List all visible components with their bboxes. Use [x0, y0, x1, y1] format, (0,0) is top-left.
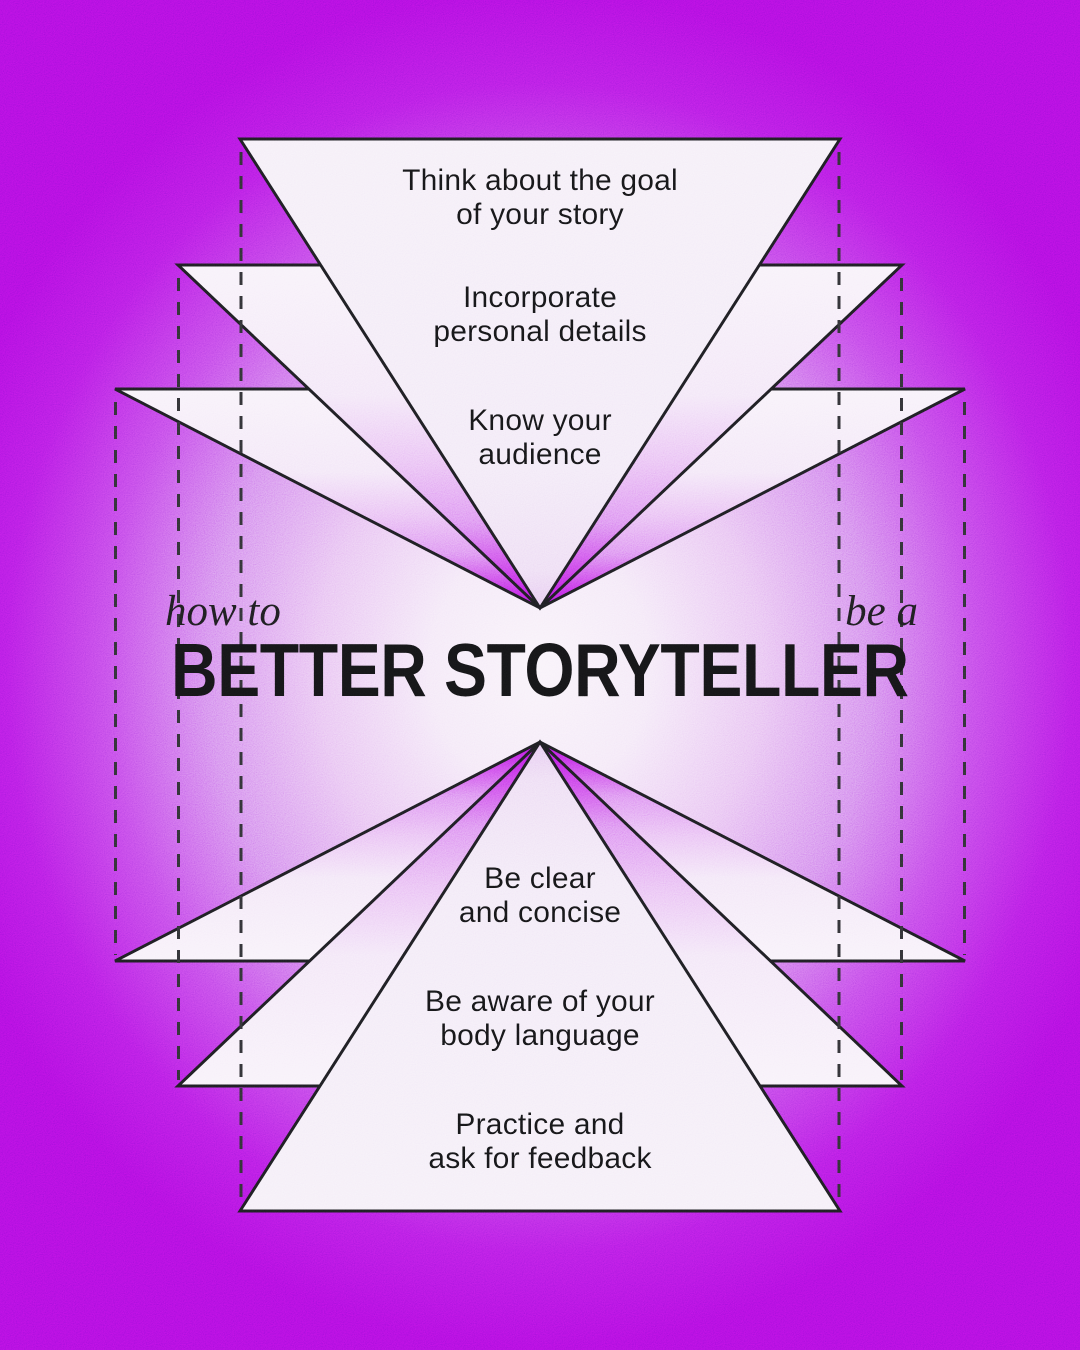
- main-title: BETTER STORYTELLER: [0, 633, 1080, 708]
- title-script-how-to: how to: [165, 588, 281, 635]
- title-script-be-a: be a: [845, 588, 918, 635]
- tip-label-audience: Know your audience: [468, 404, 612, 471]
- tip-label-goal: Think about the goal of your story: [402, 164, 678, 231]
- tip-label-clear-concise: Be clear and concise: [458, 862, 622, 929]
- main-title-text: BETTER STORYTELLER: [171, 628, 909, 712]
- tip-label-personal-details: Incorporate personal details: [433, 281, 647, 348]
- tip-label-body-language: Be aware of your body language: [425, 985, 655, 1052]
- tip-label-practice-feedback: Practice and ask for feedback: [428, 1108, 652, 1175]
